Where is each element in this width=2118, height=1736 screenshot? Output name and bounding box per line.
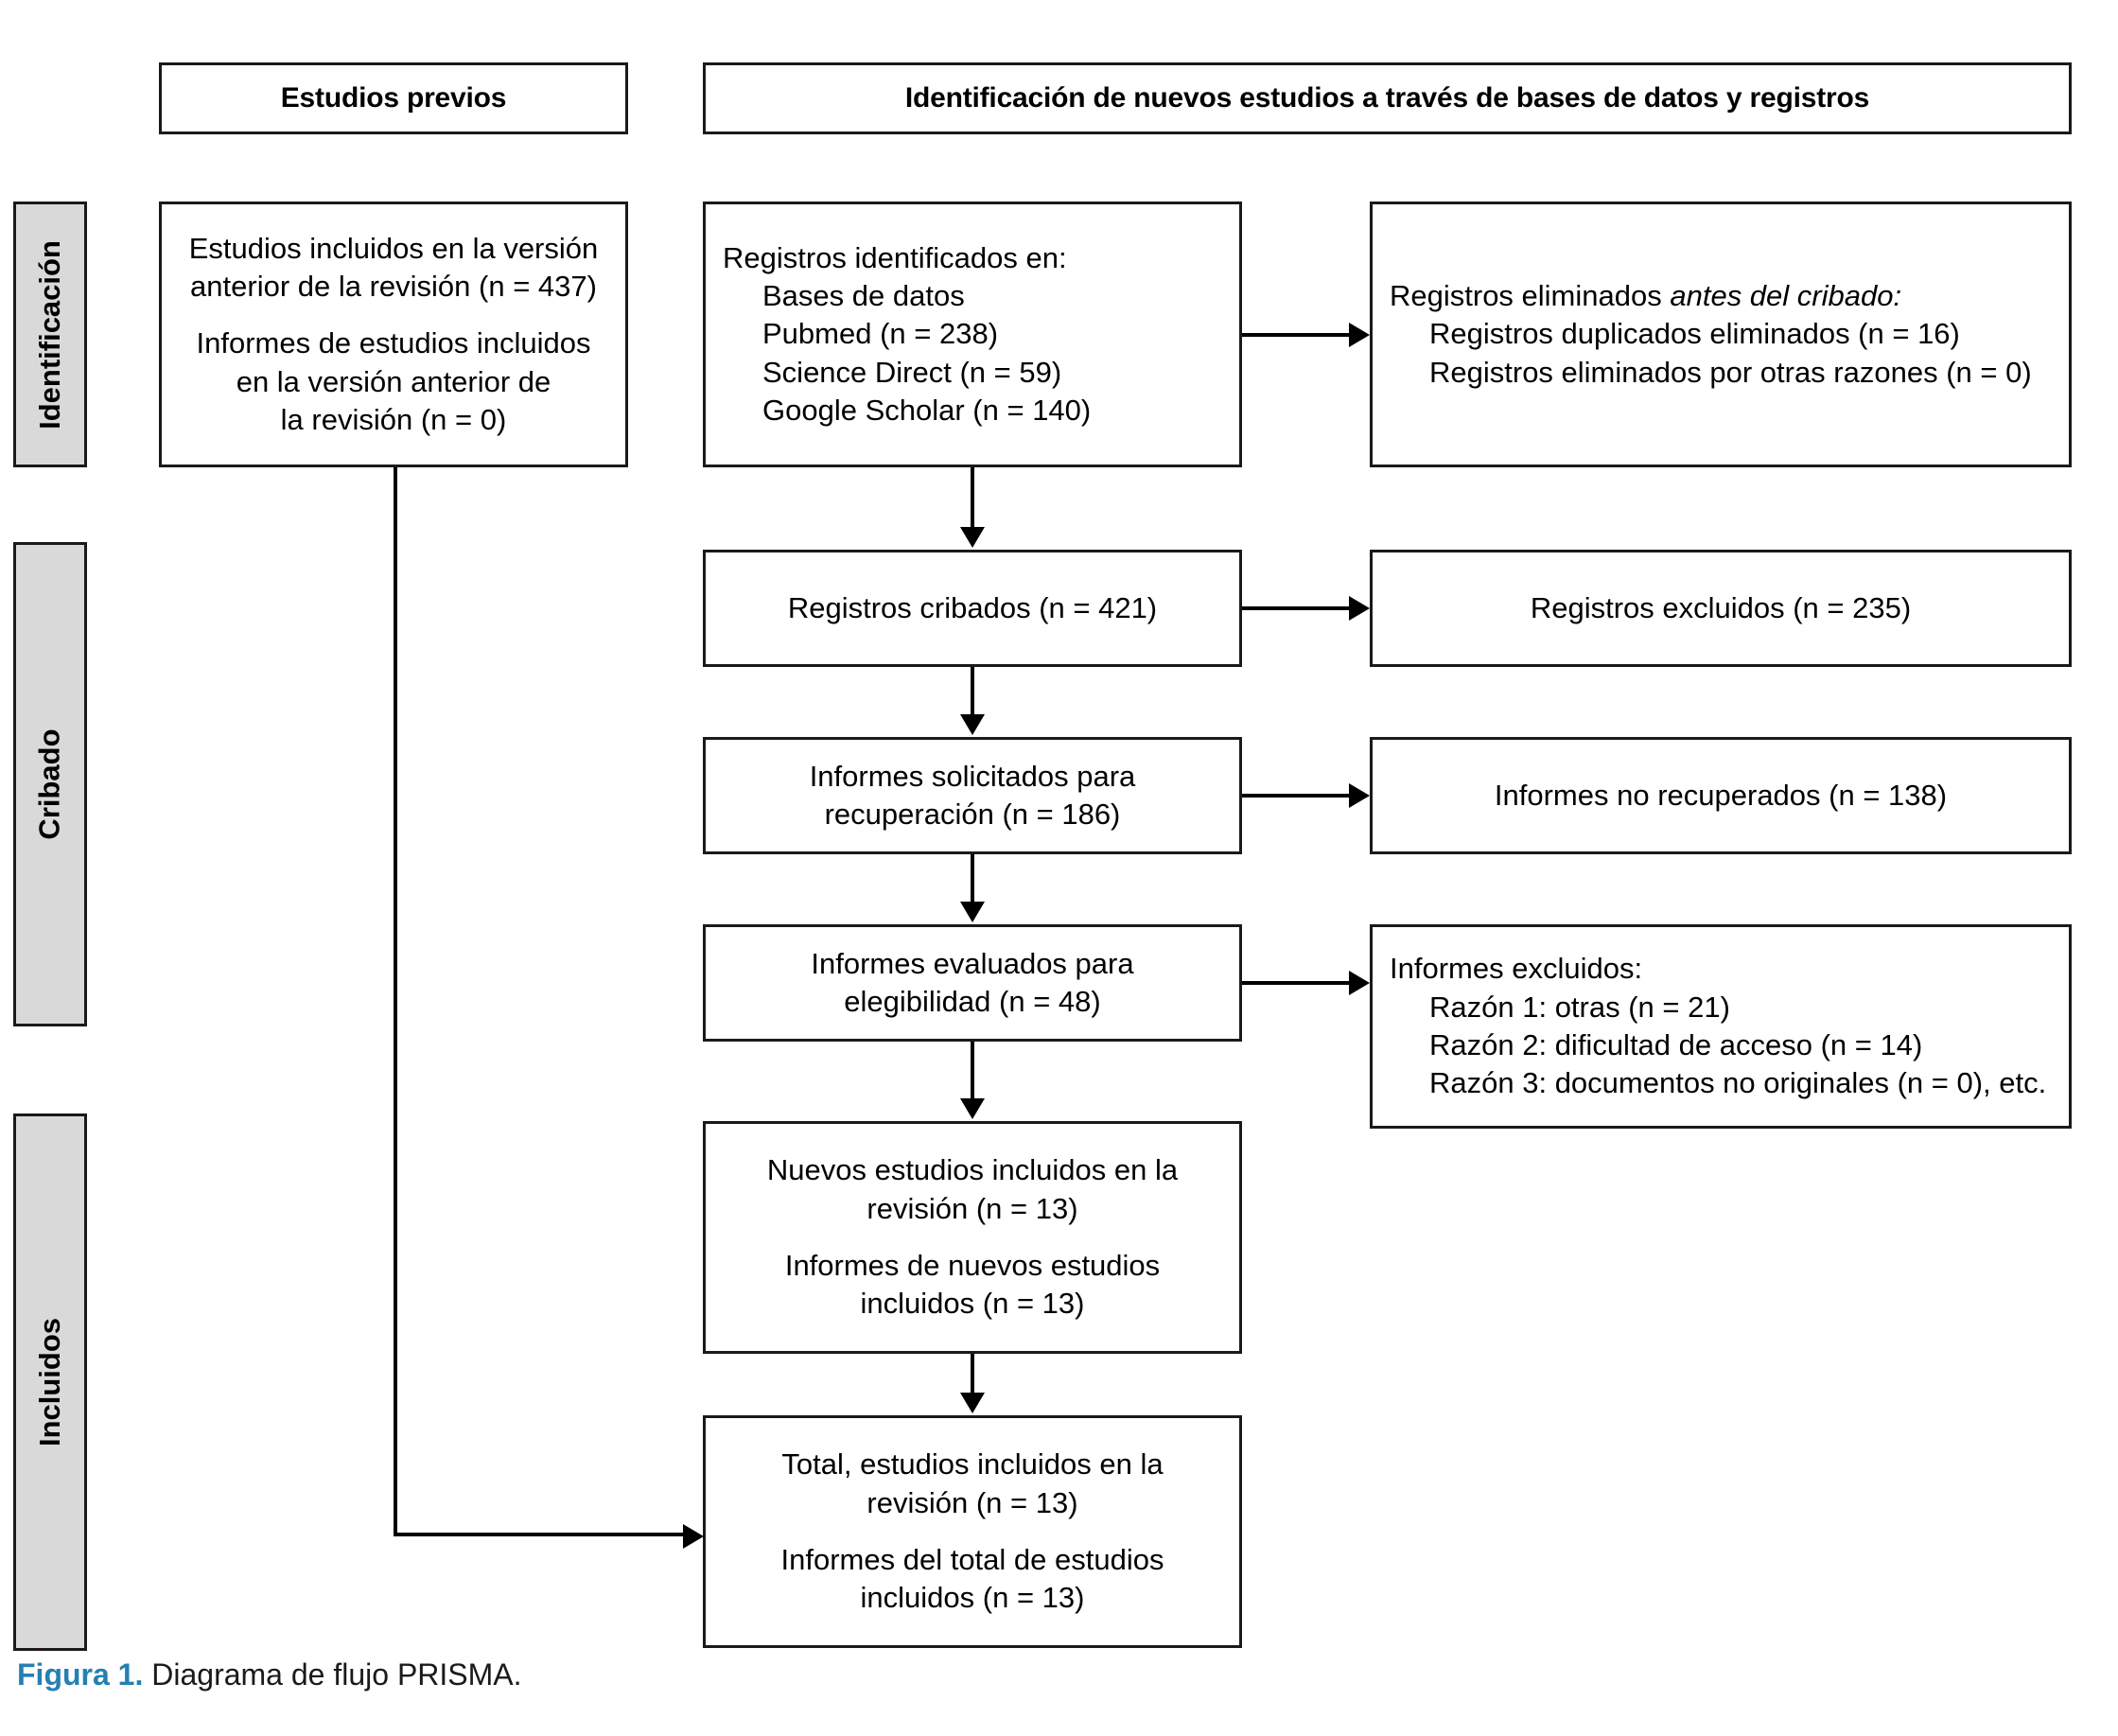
box-total-included: Total, estudios incluidos en la revisión… [703,1415,1242,1648]
box-reports-assessed: Informes evaluados para elegibilidad (n … [703,924,1242,1042]
box-total-included-text: Total, estudios incluidos en la revisión… [706,1446,1239,1617]
stage-cribado: Cribado [13,542,87,1026]
records-excluded-line1: Registros excluidos (n = 235) [1530,590,1912,624]
box-records-excluded: Registros excluidos (n = 235) [1370,550,2072,667]
arrowhead-sought-to-assessed [960,902,985,922]
box-reports-sought-text: Informes solicitados para recuperación (… [706,758,1239,834]
connector-previous-to-total-vertical [394,467,397,1536]
arrowhead-screened-to-sought [960,714,985,735]
records-identified-item4: Google Scholar (n = 140) [762,393,1092,427]
box-new-included: Nuevos estudios incluidos en la revisión… [703,1121,1242,1354]
connector-screened-to-excluded [1242,606,1349,610]
box-records-identified-text: Registros identificados en: Bases de dat… [706,239,1239,430]
records-screened-line1: Registros cribados (n = 421) [787,590,1158,624]
previous-included-line2: anterior de la revisión (n = 437) [190,270,597,304]
reports-not-retrieved-line1: Informes no recuperados (n = 138) [1494,778,1948,812]
arrowhead-identified-to-removed [1349,323,1370,347]
box-reports-not-retrieved-text: Informes no recuperados (n = 138) [1373,777,2069,815]
box-reports-sought: Informes solicitados para recuperación (… [703,737,1242,854]
header-previous-studies-label: Estudios previos [280,82,507,114]
previous-included-line3: Informes de estudios incluidos [196,326,591,360]
records-identified-item3: Science Direct (n = 59) [762,355,1062,389]
arrowhead-sought-to-notretrieved [1349,783,1370,808]
arrowhead-assessed-to-newincluded [960,1098,985,1119]
connector-sought-to-assessed [971,854,974,903]
new-included-line2: revisión (n = 13) [866,1191,1078,1225]
box-reports-assessed-text: Informes evaluados para elegibilidad (n … [706,945,1239,1022]
box-reports-excluded-text: Informes excluidos: Razón 1: otras (n = … [1373,950,2069,1102]
connector-previous-to-total-horizontal [394,1533,687,1536]
figure-caption-text: Diagrama de flujo PRISMA. [143,1657,522,1692]
reports-assessed-line1: Informes evaluados para [811,946,1134,980]
records-removed-item1: Registros duplicados eliminados (n = 16) [1429,317,1960,351]
stage-identificacion: Identificación [13,202,87,467]
figure-caption: Figura 1. Diagrama de flujo PRISMA. [17,1657,522,1692]
arrowhead-screened-to-excluded [1349,596,1370,621]
figure-caption-label: Figura 1. [17,1657,144,1692]
box-previous-included-text: Estudios incluidos en la versión anterio… [162,230,625,439]
new-included-line1: Nuevos estudios incluidos en la [766,1153,1179,1187]
connector-screened-to-sought [971,667,974,716]
new-included-line3: Informes de nuevos estudios [784,1249,1161,1282]
stage-incluidos-label: Incluidos [33,1317,67,1447]
records-removed-title-italic: antes del cribado: [1670,279,1902,313]
connector-sought-to-notretrieved [1242,794,1349,798]
connector-newincluded-to-total [971,1354,974,1394]
new-included-line4: incluidos (n = 13) [860,1287,1085,1321]
reports-excluded-title: Informes excluidos: [1390,952,1643,986]
arrowhead-previous-to-total [683,1524,704,1549]
box-records-excluded-text: Registros excluidos (n = 235) [1373,589,2069,627]
arrowhead-assessed-to-excluded [1349,971,1370,995]
records-removed-title-plain: Registros eliminados [1390,279,1671,313]
reports-sought-line1: Informes solicitados para [809,759,1136,793]
records-identified-title: Registros identificados en: [723,240,1067,274]
box-records-identified: Registros identificados en: Bases de dat… [703,202,1242,467]
box-records-removed-text: Registros eliminados antes del cribado: … [1373,277,2069,392]
reports-excluded-item1: Razón 1: otras (n = 21) [1429,990,1730,1024]
box-reports-excluded: Informes excluidos: Razón 1: otras (n = … [1370,924,2072,1129]
box-reports-not-retrieved: Informes no recuperados (n = 138) [1370,737,2072,854]
records-removed-title: Registros eliminados antes del cribado: [1390,279,1901,312]
total-included-line2: revisión (n = 13) [866,1485,1078,1519]
connector-assessed-to-newincluded [971,1042,974,1100]
connector-assessed-to-excluded [1242,981,1349,985]
stage-cribado-label: Cribado [33,728,66,840]
header-new-studies-label: Identificación de nuevos estudios a trav… [904,82,1870,114]
total-included-line4: incluidos (n = 13) [860,1581,1085,1615]
box-records-removed: Registros eliminados antes del cribado: … [1370,202,2072,467]
previous-included-line1: Estudios incluidos en la versión [188,231,599,265]
total-included-line1: Total, estudios incluidos en la [781,1447,1164,1482]
box-new-included-text: Nuevos estudios incluidos en la revisión… [706,1151,1239,1323]
previous-included-line5: la revisión (n = 0) [280,402,507,436]
reports-sought-line2: recuperación (n = 186) [824,798,1121,831]
box-records-screened-text: Registros cribados (n = 421) [706,589,1239,627]
arrowhead-newincluded-to-total [960,1393,985,1413]
reports-excluded-item2: Razón 2: dificultad de acceso (n = 14) [1429,1028,1923,1061]
header-new-studies: Identificación de nuevos estudios a trav… [703,62,2072,134]
connector-identified-to-screened [971,467,974,529]
stage-incluidos: Incluidos [13,1113,87,1651]
records-identified-item2: Pubmed (n = 238) [762,317,999,351]
reports-assessed-line2: elegibilidad (n = 48) [844,985,1101,1018]
records-removed-item2: Registros eliminados por otras razones (… [1429,355,2032,389]
stage-identificacion-label: Identificación [33,239,66,430]
total-included-line3: Informes del total de estudios [780,1543,1164,1576]
previous-included-line4: en la versión anterior de [236,364,551,398]
connector-identified-to-removed [1242,333,1349,337]
box-previous-included: Estudios incluidos en la versión anterio… [159,202,628,467]
header-previous-studies: Estudios previos [159,62,628,134]
arrowhead-identified-to-screened [960,527,985,548]
reports-excluded-item3: Razón 3: documentos no originales (n = 0… [1429,1066,2047,1100]
records-identified-item1: Bases de datos [762,279,965,313]
box-records-screened: Registros cribados (n = 421) [703,550,1242,667]
